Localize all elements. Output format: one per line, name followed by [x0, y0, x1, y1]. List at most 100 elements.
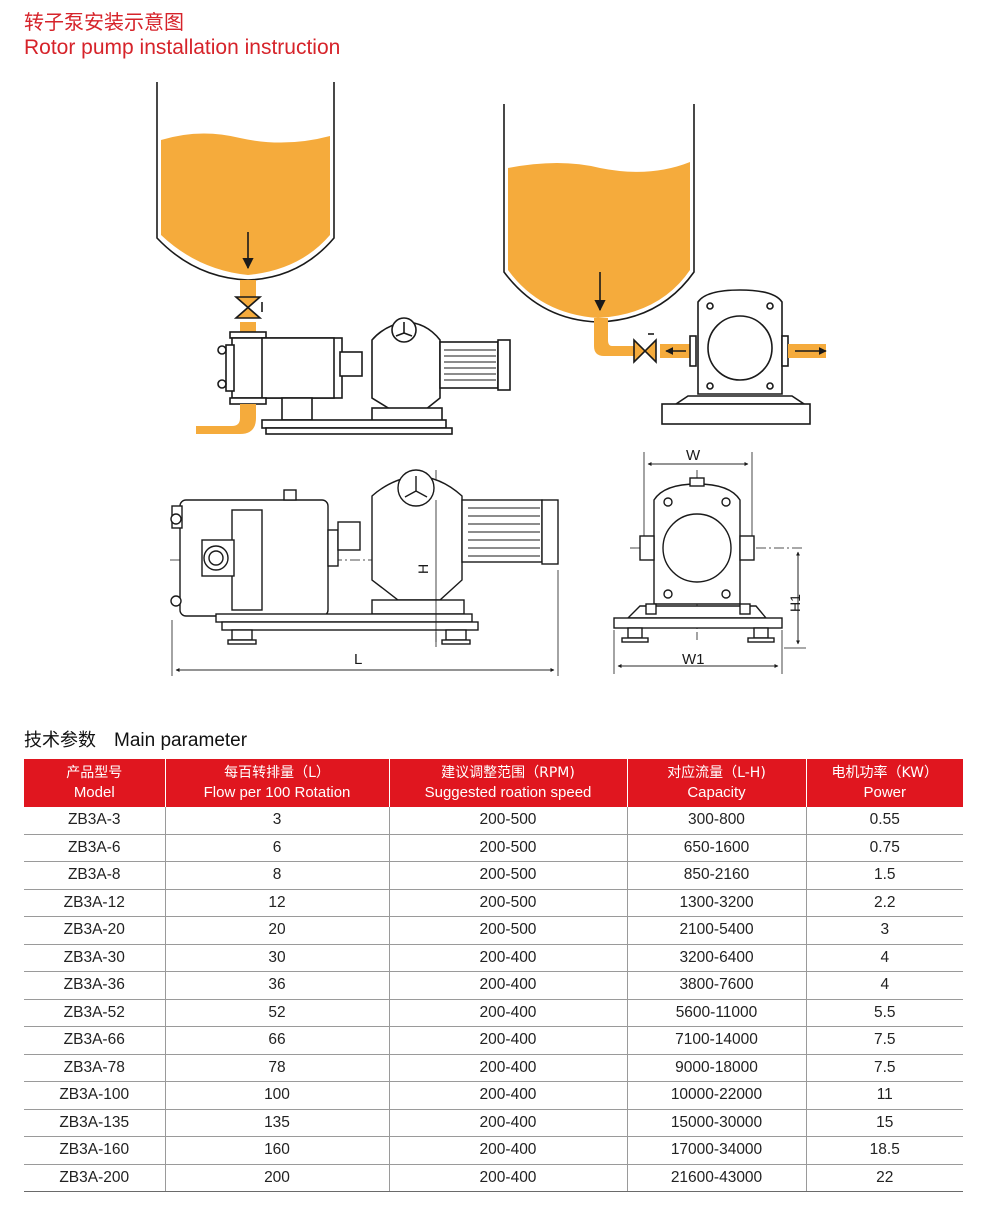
table-cell-model: ZB3A-100: [24, 1081, 165, 1110]
table-cell-speed: 200-400: [388, 1081, 627, 1110]
table-cell-power: 7.5: [805, 1054, 963, 1082]
table-cell-model: ZB3A-160: [24, 1136, 165, 1165]
right-tank-liquid: [508, 162, 690, 318]
table-cell-flow: 6: [164, 834, 389, 862]
table-cell-speed: 200-500: [388, 916, 627, 945]
table-cell-capacity: 3800-7600: [626, 971, 806, 1000]
column-header-cn: 对应流量（L-H): [667, 765, 766, 781]
page-title-cn: 转子泵安装示意图: [24, 10, 184, 34]
table-cell-power: 15: [805, 1109, 963, 1137]
table-cell-model: ZB3A-8: [24, 861, 165, 890]
table-cell-model: ZB3A-135: [24, 1109, 165, 1137]
section-title-en: Main parameter: [114, 730, 248, 751]
table-cell-flow: 100: [164, 1081, 389, 1110]
table-cell-model: ZB3A-66: [24, 1026, 165, 1055]
column-header-speed: 建议调整范围（RPM) Suggested roation speed: [388, 759, 627, 807]
table-cell-power: 18.5: [805, 1136, 963, 1165]
table-cell-flow: 3: [164, 807, 389, 835]
dim-label-H1: H1: [787, 594, 803, 612]
table-cell-capacity: 17000-34000: [626, 1136, 806, 1165]
right-tank-setup: [503, 104, 827, 425]
table-cell-speed: 200-400: [388, 944, 627, 972]
table-cell-capacity: 2100-5400: [626, 916, 806, 945]
table-cell-capacity: 1300-3200: [626, 889, 806, 917]
front-dimension-view: [613, 452, 806, 674]
table-cell-capacity: 300-800: [626, 807, 806, 835]
column-header-en: Model: [73, 784, 115, 801]
column-header-cn: 电机功率（KW）: [831, 765, 939, 781]
table-cell-flow: 20: [164, 916, 389, 945]
table-cell-flow: 135: [164, 1109, 389, 1137]
column-header-en: Flow per 100 Rotation: [203, 784, 351, 801]
left-tank-liquid: [161, 133, 330, 275]
table-cell-flow: 78: [164, 1054, 389, 1082]
column-header-capacity: 对应流量（L-H) Capacity: [626, 759, 806, 807]
table-cell-model: ZB3A-30: [24, 944, 165, 972]
column-header-cn: 产品型号: [66, 765, 123, 781]
table-cell-model: ZB3A-20: [24, 916, 165, 945]
column-header-flow: 每百转排量（L） Flow per 100 Rotation: [164, 759, 389, 807]
side-dimension-view: [170, 469, 560, 676]
table-cell-flow: 12: [164, 889, 389, 917]
table-cell-power: 4: [805, 944, 963, 972]
table-cell-speed: 200-400: [388, 1026, 627, 1055]
table-cell-speed: 200-500: [388, 807, 627, 835]
column-header-en: Capacity: [687, 784, 746, 801]
table-cell-capacity: 7100-14000: [626, 1026, 806, 1055]
table-cell-flow: 66: [164, 1026, 389, 1055]
column-header-power: 电机功率（KW） Power: [805, 759, 963, 807]
installation-diagram: H L W W1 H1: [156, 82, 827, 676]
table-cell-speed: 200-400: [388, 1164, 627, 1192]
table-cell-capacity: 3200-6400: [626, 944, 806, 972]
table-cell-capacity: 21600-43000: [626, 1164, 806, 1192]
table-cell-power: 4: [805, 971, 963, 1000]
dim-label-W1: W1: [682, 651, 705, 668]
parameter-table: 产品型号 Model 每百转排量（L） Flow per 100 Rotation 建议…: [24, 759, 963, 1192]
column-header-en: Suggested roation speed: [424, 784, 592, 801]
table-cell-model: ZB3A-36: [24, 971, 165, 1000]
table-cell-speed: 200-400: [388, 999, 627, 1027]
column-header-cn: 建议调整范围（RPM): [441, 765, 575, 781]
table-cell-capacity: 10000-22000: [626, 1081, 806, 1110]
dim-label-W: W: [686, 447, 701, 464]
table-cell-power: 1.5: [805, 861, 963, 890]
column-header-en: Power: [863, 784, 907, 801]
table-cell-speed: 200-400: [388, 1054, 627, 1082]
table-cell-flow: 30: [164, 944, 389, 972]
table-cell-flow: 8: [164, 861, 389, 890]
section-title-cn: 技术参数: [24, 730, 96, 751]
table-cell-speed: 200-500: [388, 889, 627, 917]
table-cell-speed: 200-400: [388, 971, 627, 1000]
table-cell-power: 7.5: [805, 1026, 963, 1055]
table-cell-speed: 200-500: [388, 834, 627, 862]
table-cell-model: ZB3A-12: [24, 889, 165, 917]
table-cell-model: ZB3A-3: [24, 807, 165, 835]
page-title-en: Rotor pump installation instruction: [24, 36, 341, 59]
table-cell-power: 3: [805, 916, 963, 945]
table-cell-capacity: 650-1600: [626, 834, 806, 862]
table-cell-flow: 160: [164, 1136, 389, 1165]
column-header-cn: 每百转排量（L）: [224, 765, 330, 781]
table-cell-model: ZB3A-52: [24, 999, 165, 1027]
left-tank-setup: [156, 82, 511, 435]
table-cell-capacity: 9000-18000: [626, 1054, 806, 1082]
table-cell-speed: 200-500: [388, 861, 627, 890]
table-cell-power: 11: [805, 1081, 963, 1110]
table-cell-capacity: 5600-11000: [626, 999, 806, 1027]
table-cell-flow: 36: [164, 971, 389, 1000]
table-cell-power: 0.75: [805, 834, 963, 862]
table-cell-speed: 200-400: [388, 1109, 627, 1137]
table-cell-capacity: 850-2160: [626, 861, 806, 890]
